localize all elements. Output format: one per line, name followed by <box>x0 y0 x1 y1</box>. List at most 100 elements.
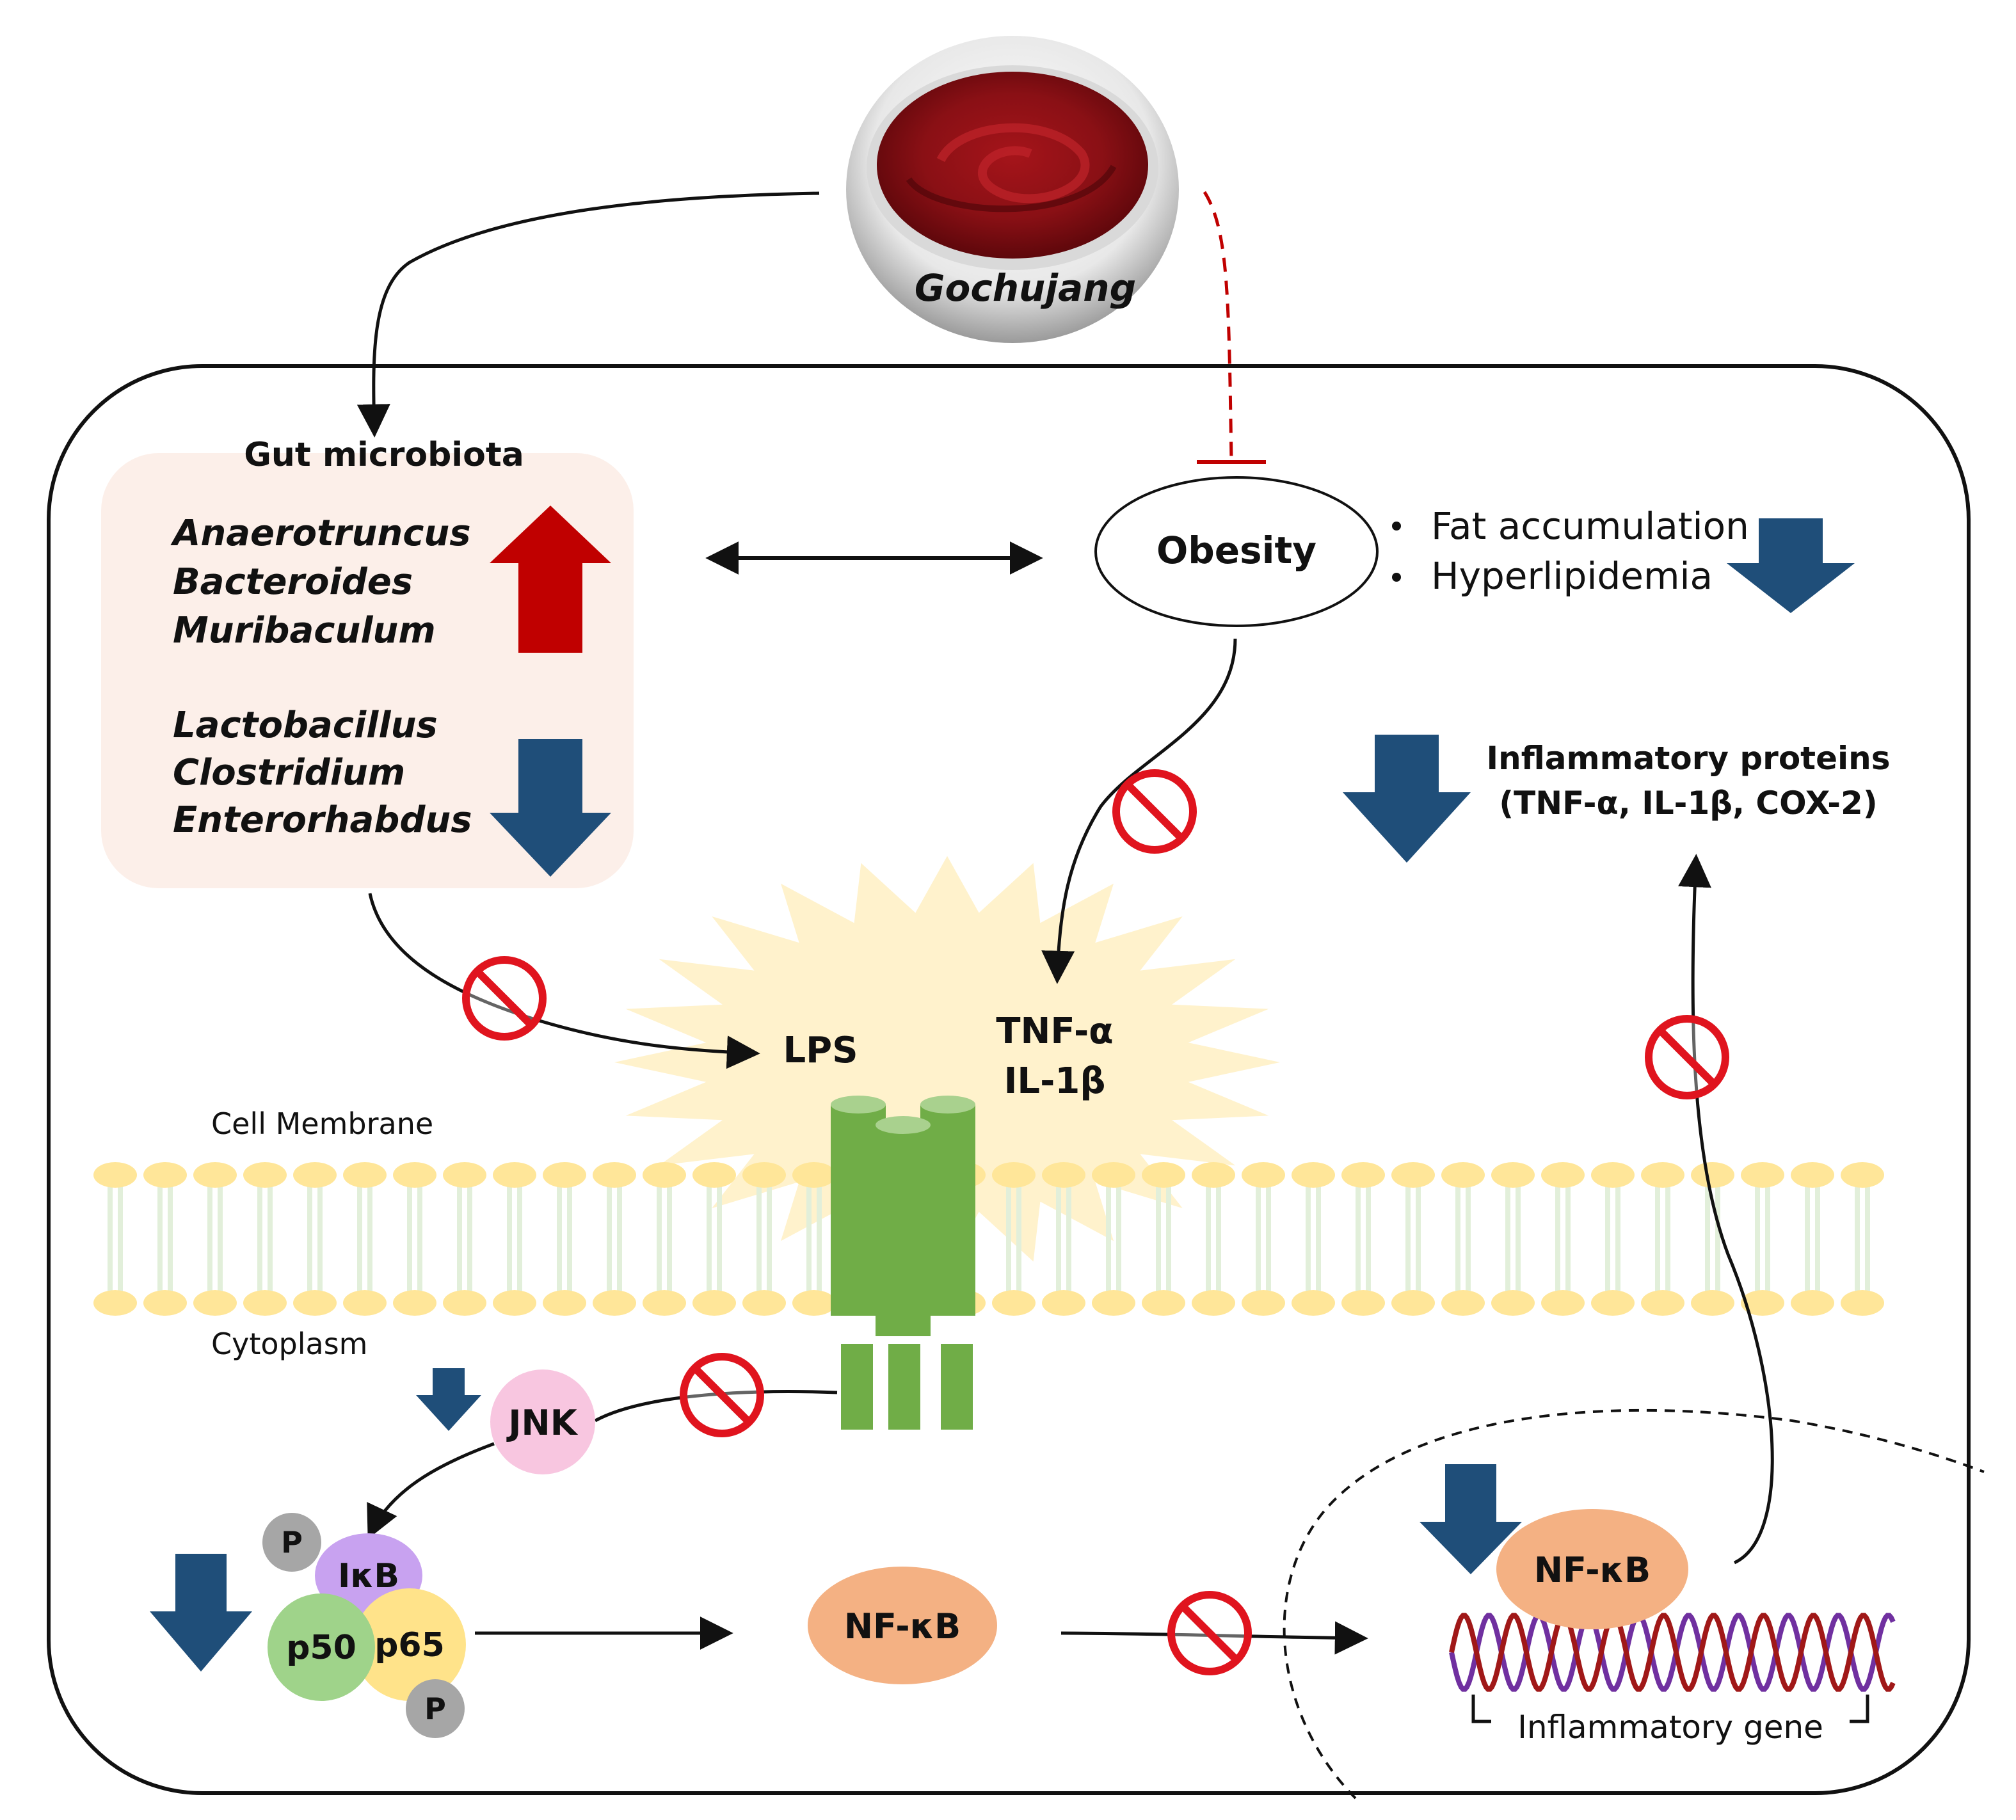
lipid-tail <box>118 1177 123 1293</box>
obesity-node <box>1094 476 1379 627</box>
lipid-head <box>393 1290 436 1316</box>
lipid-tail <box>1006 1177 1011 1293</box>
lipid-head <box>343 1162 387 1188</box>
lipid-tail <box>357 1177 362 1293</box>
lipid-tail <box>607 1177 612 1293</box>
lipid-tail <box>1016 1177 1021 1293</box>
lipid-head <box>593 1162 636 1188</box>
nfkb-nucleus-label: NF-κB <box>1534 1550 1651 1590</box>
lipid-tail <box>1705 1177 1710 1293</box>
gut-up-genus-2: Bacteroides <box>173 561 413 603</box>
lipid-tail <box>1356 1177 1361 1293</box>
lipid-tail <box>168 1177 173 1293</box>
lipid-head <box>1791 1162 1834 1188</box>
lipid-head <box>1741 1290 1784 1316</box>
lipid-head <box>1042 1290 1085 1316</box>
inhibit-receptor-to-jnk-icon <box>680 1353 764 1437</box>
lipid-head <box>1092 1162 1135 1188</box>
arrow-gene-to-proteins <box>1678 854 1774 1565</box>
lipid-tail <box>1416 1177 1421 1293</box>
lipid-head <box>543 1162 586 1188</box>
lipid-head <box>792 1162 836 1188</box>
p50-label: p50 <box>286 1629 356 1667</box>
arrow-receptor-to-jnk <box>594 1390 838 1423</box>
lipid-tail <box>1655 1177 1660 1293</box>
lipid-tail <box>1206 1177 1211 1293</box>
lipid-head <box>493 1290 536 1316</box>
lipid-head <box>1242 1290 1285 1316</box>
lipid-tail <box>756 1177 762 1293</box>
lipid-tail <box>1855 1177 1860 1293</box>
lipid-tail <box>1715 1177 1720 1293</box>
lipid-tail <box>1605 1177 1610 1293</box>
phospho-ikb-node <box>262 1513 321 1572</box>
lipid-tail <box>517 1177 522 1293</box>
lipid-head <box>1691 1290 1734 1316</box>
lipid-head <box>243 1290 287 1316</box>
lipid-head <box>1691 1162 1734 1188</box>
lipid-head <box>1491 1162 1535 1188</box>
lipid-tail <box>157 1177 163 1293</box>
arrow-nfkb-to-nucleus <box>1060 1621 1368 1655</box>
lipid-head <box>1541 1162 1585 1188</box>
lipid-head <box>293 1290 337 1316</box>
inhibit-gene-to-proteins-icon <box>1645 1015 1729 1099</box>
lipid-head <box>792 1290 836 1316</box>
lipid-tail <box>218 1177 223 1293</box>
nucleus-boundary <box>1283 1409 1985 1800</box>
inhibit-gut-to-lps-icon <box>462 956 547 1041</box>
lipid-tail <box>717 1177 722 1293</box>
lipid-tail <box>657 1177 662 1293</box>
lipid-head <box>1841 1162 1884 1188</box>
obesity-effects-decrease-arrow <box>1727 518 1855 613</box>
lipid-head <box>992 1290 1036 1316</box>
lipid-tail <box>1516 1177 1521 1293</box>
lipid-tail <box>367 1177 372 1293</box>
lipid-head <box>742 1162 786 1188</box>
dna-strand-b <box>1449 1613 1896 1692</box>
lipid-head <box>992 1162 1036 1188</box>
lipid-tail <box>268 1177 273 1293</box>
lipid-bilayer <box>93 1162 1884 1316</box>
p65-label: p65 <box>374 1626 445 1664</box>
lipid-tail <box>1555 1177 1560 1293</box>
lipid-tail <box>1405 1177 1411 1293</box>
inhibition-gochujang-to-obesity <box>1203 191 1233 461</box>
lipid-head <box>1641 1162 1684 1188</box>
lipid-tail <box>1056 1177 1061 1293</box>
inhibition-symbols <box>462 769 1729 1675</box>
lipid-head <box>1491 1290 1535 1316</box>
lipid-head <box>1192 1290 1235 1316</box>
lipid-tail <box>1216 1177 1221 1293</box>
lipid-tail <box>667 1177 672 1293</box>
lipid-tail <box>1106 1177 1111 1293</box>
phospho-p65-node <box>406 1679 465 1738</box>
gut-up-genus-3: Muribaculum <box>173 610 436 651</box>
phospho-p65-label: P <box>424 1691 446 1726</box>
lipid-tail <box>817 1177 822 1293</box>
jnk-label: JNK <box>506 1403 578 1443</box>
lipid-tail <box>1366 1177 1371 1293</box>
lipid-tail <box>1665 1177 1670 1293</box>
cell-membrane-label: Cell Membrane <box>211 1106 433 1141</box>
tnf-alpha-label: TNF-α <box>996 1010 1113 1052</box>
lipid-tail <box>1156 1177 1161 1293</box>
nfkb-cytoplasm-label: NF-κB <box>844 1606 961 1647</box>
gut-down-genus-3: Enterorhabdus <box>173 799 472 841</box>
lipid-tail <box>1116 1177 1121 1293</box>
lipid-head <box>1391 1162 1435 1188</box>
lipid-head <box>1541 1290 1585 1316</box>
gut-microbiota-title: Gut microbiota <box>244 436 524 474</box>
inflammatory-gene-label: Inflammatory gene <box>1517 1709 1823 1746</box>
p65-node <box>353 1588 466 1701</box>
nfkb-nucleus-node <box>1496 1509 1688 1629</box>
lipid-tail <box>1805 1177 1810 1293</box>
lipid-tail <box>567 1177 572 1293</box>
lipid-head <box>493 1162 536 1188</box>
lipid-tail <box>557 1177 562 1293</box>
lipid-head <box>343 1290 387 1316</box>
gene-bracket-left <box>1471 1695 1491 1723</box>
lipid-tail <box>1256 1177 1261 1293</box>
lipid-head <box>1791 1290 1834 1316</box>
lipid-head <box>1042 1162 1085 1188</box>
